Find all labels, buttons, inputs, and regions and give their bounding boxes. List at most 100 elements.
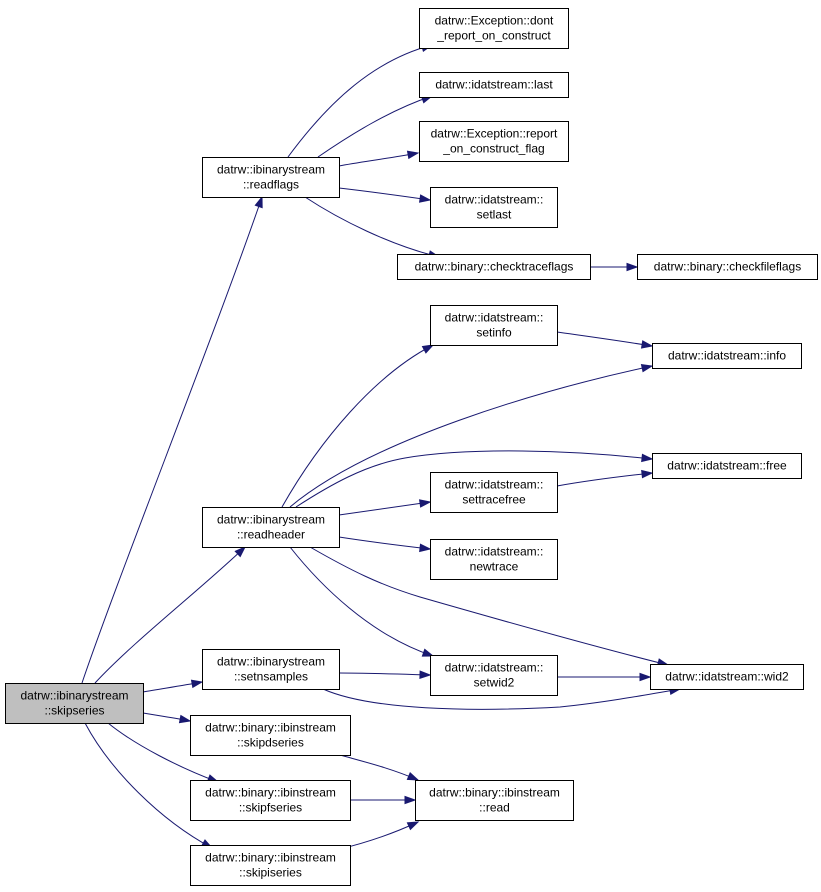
node-last[interactable]: datrw::idatstream::last	[419, 72, 569, 98]
edge-line	[338, 672, 431, 676]
node-label-line: setinfo	[476, 326, 512, 340]
node-checktraceflags[interactable]: datrw::binary::checktraceflags	[397, 254, 591, 280]
edge-arrowhead	[640, 340, 654, 349]
edge-line	[287, 44, 433, 158]
node-label-line: datrw::idatstream::	[445, 193, 544, 207]
node-label-line: datrw::ibinarystream	[217, 655, 325, 669]
edge-arrowhead	[421, 344, 435, 354]
edge-setnsamples-to-setwid2	[338, 670, 432, 680]
edge-line	[289, 546, 434, 657]
node-label-line: datrw::Exception::report	[431, 127, 558, 141]
node-label-line: datrw::ibinarystream	[20, 689, 128, 703]
node-label-line: ::read	[479, 801, 510, 815]
node-box	[190, 715, 351, 756]
node-skipiseries[interactable]: datrw::binary::ibinstream::skipiseries	[190, 845, 351, 886]
node-readflags[interactable]: datrw::ibinarystream::readflags	[202, 157, 340, 198]
edge-skipseries-to-readheader	[94, 545, 247, 684]
edge-arrowhead	[418, 194, 432, 203]
edge-readheader-to-info	[289, 364, 654, 508]
node-box	[430, 305, 558, 346]
node-box	[652, 453, 802, 479]
node-report_flag[interactable]: datrw::Exception::report_on_construct_fl…	[419, 121, 569, 162]
edge-line	[322, 688, 681, 710]
edge-skipseries-to-setnsamples	[142, 679, 204, 693]
node-skipseries[interactable]: datrw::ibinarystream::skipseries	[5, 683, 144, 724]
node-box	[419, 8, 569, 49]
node-label-line: ::readheader	[237, 528, 305, 542]
edge-readheader-to-setinfo	[281, 344, 435, 508]
node-label-line: datrw::Exception::dont	[435, 14, 554, 28]
edge-skipdseries-to-read	[339, 754, 420, 781]
node-box	[397, 254, 591, 280]
node-label-line: ::skipdseries	[237, 736, 304, 750]
node-label-line: datrw::binary::ibinstream	[205, 786, 336, 800]
node-info[interactable]: datrw::idatstream::info	[652, 343, 802, 369]
edge-arrowhead	[404, 795, 417, 805]
edge-arrowhead	[190, 679, 204, 689]
node-setwid2[interactable]: datrw::idatstream::setwid2	[430, 655, 558, 696]
node-dont_report[interactable]: datrw::Exception::dont_report_on_constru…	[419, 8, 569, 49]
edge-line	[317, 95, 433, 158]
node-setlast[interactable]: datrw::idatstream::setlast	[430, 187, 558, 228]
node-label-line: ::skipiseries	[239, 866, 302, 880]
edge-skipfseries-to-read	[350, 795, 417, 805]
edge-line	[556, 472, 653, 487]
edge-arrowhead	[406, 150, 420, 160]
node-setnsamples[interactable]: datrw::ibinarystream::setnsamples	[202, 649, 340, 690]
node-label-line: datrw::binary::ibinstream	[429, 786, 560, 800]
node-readheader[interactable]: datrw::ibinarystream::readheader	[202, 507, 340, 548]
edge-settracefree-to-free	[556, 469, 654, 487]
edges-layer	[81, 43, 682, 850]
node-label-line: datrw::idatstream::free	[667, 459, 787, 473]
edge-arrowhead	[640, 364, 654, 373]
edge-arrowhead	[419, 670, 432, 680]
node-label-line: datrw::idatstream::	[445, 311, 544, 325]
edge-line	[81, 196, 263, 684]
edge-line	[107, 722, 219, 783]
node-label-line: newtrace	[470, 560, 519, 574]
node-box	[637, 254, 818, 280]
node-label-line: datrw::binary::checktraceflags	[415, 260, 574, 274]
node-newtrace[interactable]: datrw::idatstream::newtrace	[430, 539, 558, 580]
edge-arrowhead	[639, 672, 652, 682]
edge-arrowhead	[641, 453, 654, 463]
edge-arrowhead	[419, 543, 432, 553]
node-box	[202, 157, 340, 198]
edge-readflags-to-dont_report	[287, 43, 434, 158]
edge-readflags-to-setlast	[338, 187, 432, 203]
edge-line	[84, 722, 213, 849]
node-setinfo[interactable]: datrw::idatstream::setinfo	[430, 305, 558, 346]
node-box	[419, 72, 569, 98]
node-wid2[interactable]: datrw::idatstream::wid2	[650, 664, 804, 690]
edge-line	[339, 821, 419, 850]
node-settracefree[interactable]: datrw::idatstream::settracefree	[430, 472, 558, 513]
node-free[interactable]: datrw::idatstream::free	[652, 453, 802, 479]
node-read[interactable]: datrw::binary::ibinstream::read	[415, 780, 574, 821]
node-skipdseries[interactable]: datrw::binary::ibinstream::skipdseries	[190, 715, 351, 756]
node-skipfseries[interactable]: datrw::binary::ibinstream::skipfseries	[190, 780, 351, 821]
node-label-line: ::skipfseries	[239, 801, 302, 815]
node-label-line: datrw::binary::checkfileflags	[654, 260, 801, 274]
edge-arrowhead	[418, 499, 432, 508]
edge-readflags-to-checktraceflags	[304, 196, 441, 259]
edge-readheader-to-free	[295, 450, 654, 508]
edge-arrowhead	[178, 714, 192, 724]
node-box	[430, 472, 558, 513]
edge-line	[309, 546, 669, 666]
edge-arrowhead	[406, 771, 420, 781]
node-box	[202, 649, 340, 690]
edge-line	[281, 344, 434, 508]
edge-line	[94, 546, 246, 684]
node-label-line: ::readflags	[243, 178, 299, 192]
node-box	[419, 121, 569, 162]
node-box	[430, 187, 558, 228]
edge-readheader-to-setwid2	[289, 546, 435, 657]
edge-skipseries-to-skipdseries	[142, 712, 192, 724]
node-label-line: datrw::ibinarystream	[217, 163, 325, 177]
node-label-line: datrw::binary::ibinstream	[205, 851, 336, 865]
edge-line	[338, 152, 419, 167]
edge-arrowhead	[234, 545, 247, 558]
node-checkfileflags[interactable]: datrw::binary::checkfileflags	[637, 254, 818, 280]
node-label-line: datrw::idatstream::	[445, 545, 544, 559]
node-box	[190, 780, 351, 821]
